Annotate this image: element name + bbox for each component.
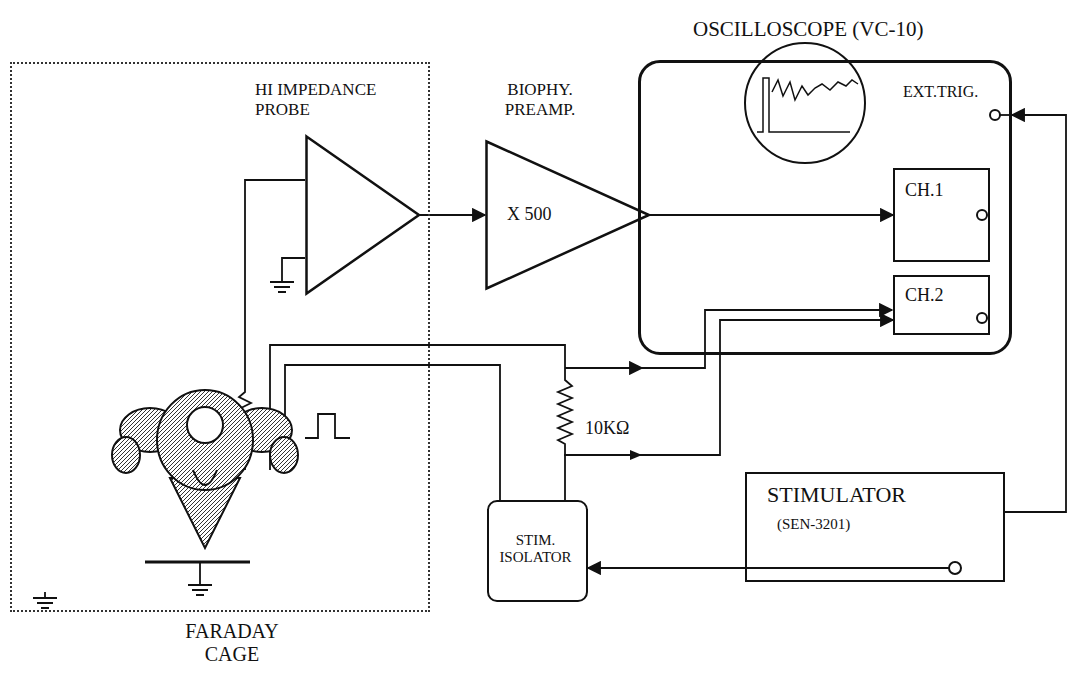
preamp-label: BIOPHY. PREAMP. bbox=[480, 80, 600, 119]
probe-amplifier: HI IMPEDANCE PROBE bbox=[305, 135, 420, 295]
preamp-amplifier: BIOPHY. PREAMP.X 500 bbox=[485, 140, 650, 290]
faraday-cage: FARADAY CAGEHI IMPEDANCE PROBE bbox=[10, 62, 430, 612]
channel-label: CH.2 bbox=[905, 285, 944, 306]
cage-label: FARADAY CAGE bbox=[172, 620, 292, 666]
stimulator-label: STIMULATOR bbox=[767, 482, 906, 507]
wire bbox=[145, 115, 1012, 585]
channel-box: CH.1 bbox=[893, 168, 990, 262]
signal-connector bbox=[1005, 115, 1066, 512]
channel-box: CH.2 bbox=[893, 275, 990, 335]
frog-preparation bbox=[112, 390, 298, 548]
amplifier-outline bbox=[487, 142, 650, 289]
amplifier-outline bbox=[307, 137, 420, 294]
stimulator-box: STIMULATOR (SEN-3201) bbox=[745, 472, 1005, 582]
gain-label: X 500 bbox=[507, 204, 552, 225]
isolator-box: STIM. ISOLATOR bbox=[487, 500, 588, 602]
ground-symbol bbox=[33, 282, 294, 608]
oscilloscope-label: OSCILLOSCOPE (VC-10) bbox=[693, 17, 923, 41]
trigger-label: EXT.TRIG. bbox=[903, 83, 978, 101]
amplifier-triangle bbox=[305, 135, 420, 295]
resistor-value: 10KΩ bbox=[585, 418, 629, 439]
isolator-label: STIM. ISOLATOR bbox=[493, 532, 578, 567]
signal-connector bbox=[588, 567, 745, 569]
probe-label: HI IMPEDANCE PROBE bbox=[255, 80, 415, 119]
channel-label: CH.1 bbox=[905, 180, 944, 201]
model-label: (SEN-3201) bbox=[777, 516, 850, 533]
oscilloscope-box: OSCILLOSCOPE (VC-10)EXT.TRIG.CH.1CH.2 bbox=[638, 60, 1012, 355]
terminal-jack bbox=[949, 110, 1000, 574]
signal-connector bbox=[650, 214, 893, 216]
